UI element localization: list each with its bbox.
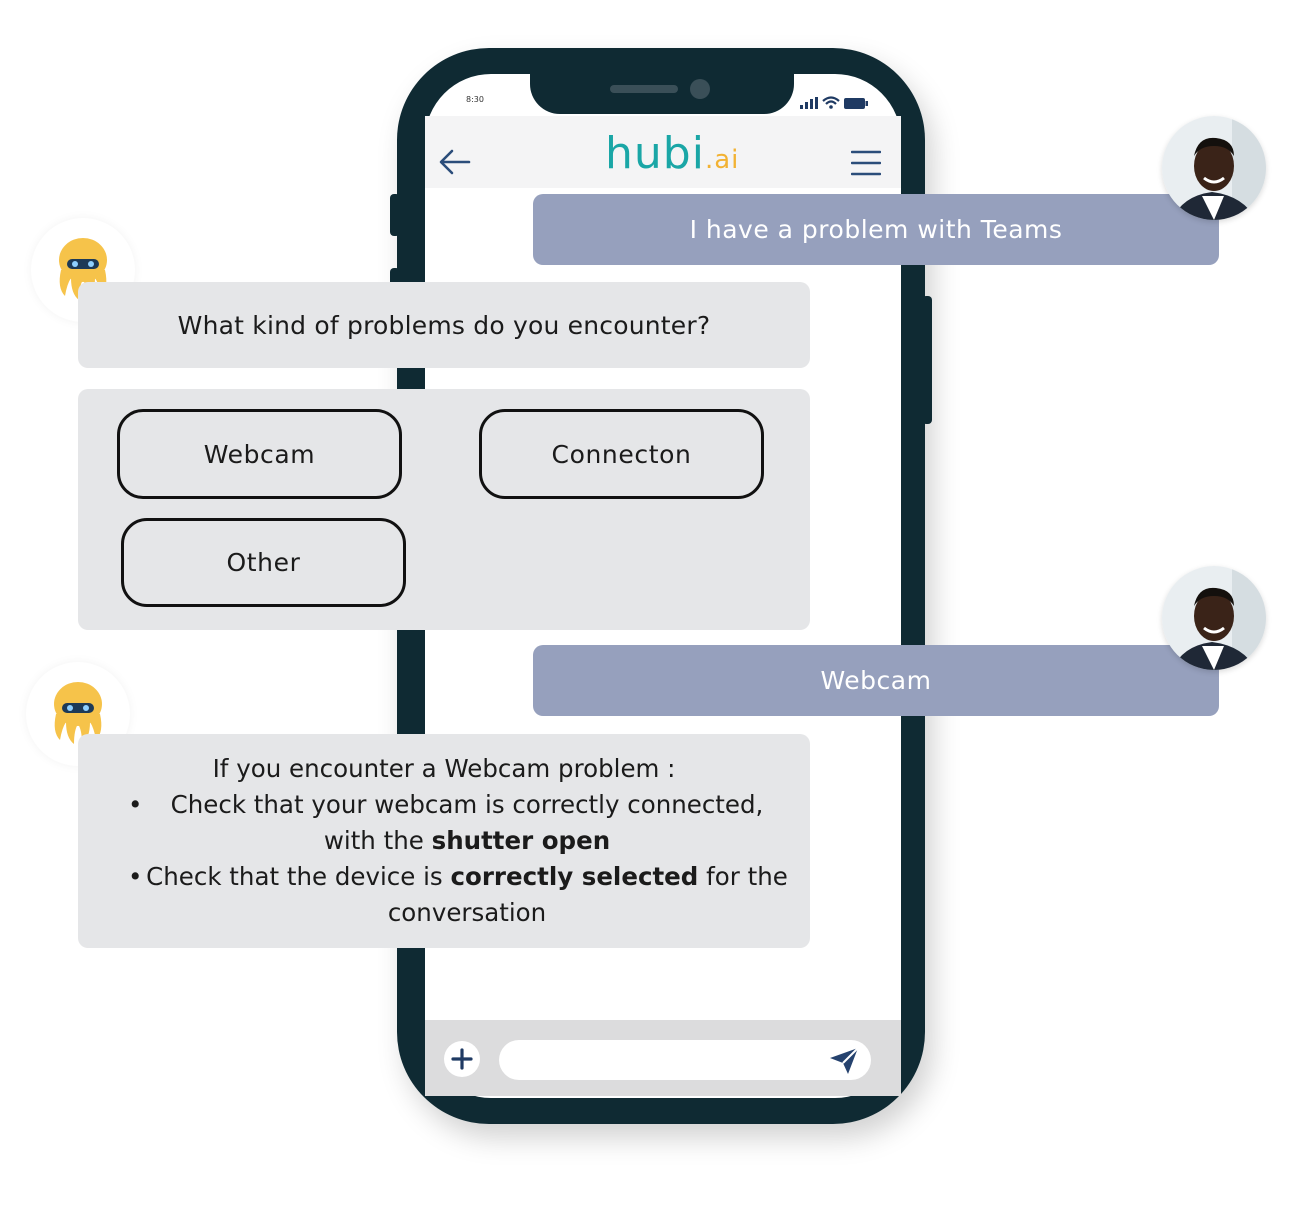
bot-message-bubble: What kind of problems do you encounter? [78, 282, 810, 368]
answer-bullet-bold: correctly selected [450, 862, 699, 891]
wifi-icon [822, 96, 840, 109]
user-message-bubble: I have a problem with Teams [533, 194, 1219, 265]
logo-main: hubi [605, 128, 705, 179]
choice-connection-button[interactable]: Connecton [479, 409, 764, 499]
quick-replies-panel [78, 389, 810, 630]
hubi-logo: hubi.ai [605, 128, 739, 179]
bot-question-text: What kind of problems do you encounter? [177, 310, 711, 340]
octopus-mascot-icon [59, 238, 107, 300]
answer-bullet-text-end: for the conversation [387, 862, 788, 927]
answer-bullet-text: Check that your webcam is correctly conn… [170, 790, 764, 855]
user-avatar [1162, 116, 1266, 220]
choice-other-button[interactable]: Other [121, 518, 406, 607]
bot-answer-bubble: If you encounter a Webcam problem : •Che… [78, 734, 810, 948]
answer-bullet-bold: shutter open [431, 826, 611, 855]
hamburger-menu-icon[interactable] [851, 150, 881, 176]
answer-intro: If you encounter a Webcam problem : [212, 754, 676, 783]
answer-bullet: •Check that the device is correctly sele… [106, 859, 792, 931]
phone-speaker [610, 85, 678, 93]
bullet-dot: • [128, 862, 143, 891]
user-message-text: Webcam [820, 666, 932, 695]
logo-suffix: .ai [704, 145, 740, 175]
user-message-bubble: Webcam [533, 645, 1219, 716]
message-input[interactable] [499, 1040, 871, 1080]
signal-icon [800, 97, 818, 109]
plus-icon [451, 1048, 473, 1070]
battery-icon [844, 98, 868, 109]
paper-plane-icon[interactable] [828, 1046, 860, 1076]
phone-power-button [922, 296, 932, 424]
status-time: 8:30 [466, 95, 484, 104]
app-header [425, 116, 901, 188]
choice-webcam-button[interactable]: Webcam [117, 409, 402, 499]
octopus-mascot-icon [54, 682, 102, 744]
answer-bullet: • Check that your webcam is correctly con… [106, 787, 792, 859]
bullet-dot: • [128, 790, 143, 819]
arrow-left-icon[interactable] [438, 148, 472, 176]
add-attachment-button[interactable] [444, 1041, 480, 1077]
user-avatar [1162, 566, 1266, 670]
answer-bullet-text: Check that the device is [146, 862, 451, 891]
answer-list: • Check that your webcam is correctly con… [96, 787, 792, 931]
phone-camera [690, 79, 710, 99]
user-message-text: I have a problem with Teams [689, 215, 1063, 244]
status-icons [800, 96, 868, 109]
phone-side-button [390, 194, 400, 236]
